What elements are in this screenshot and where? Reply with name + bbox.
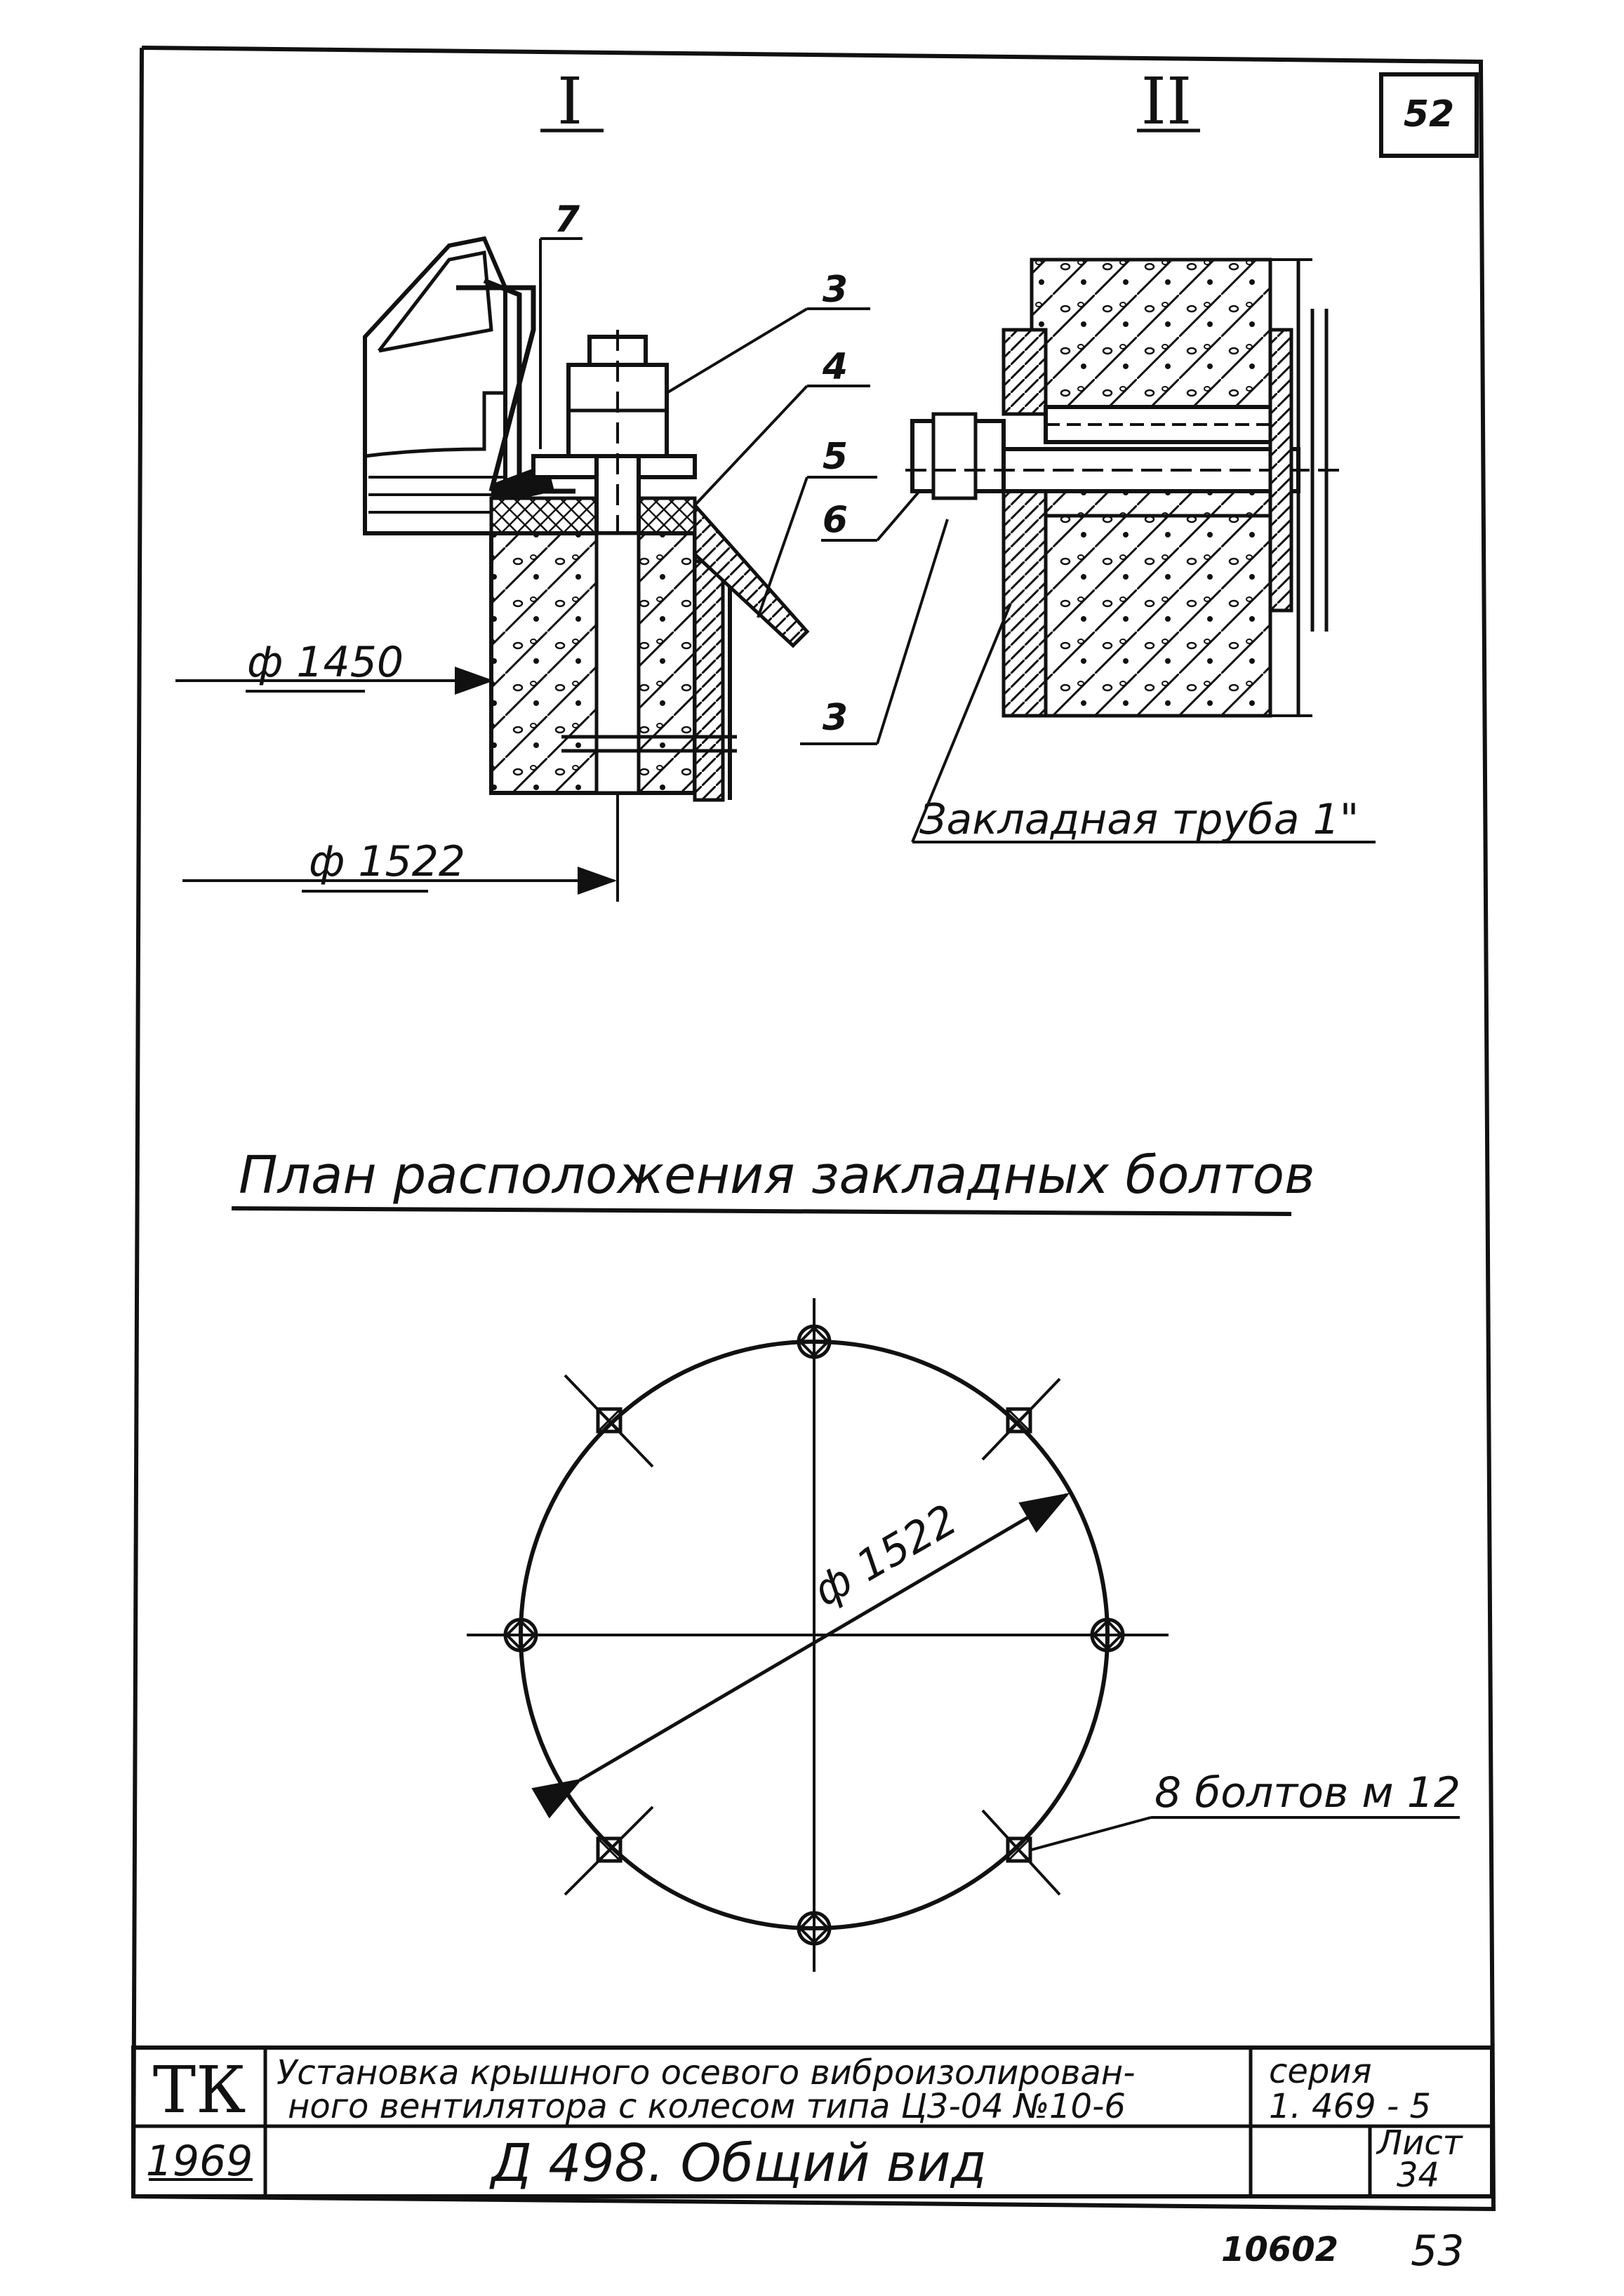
section-1-label: I (557, 64, 583, 139)
sheet-number: 52 (1404, 93, 1454, 135)
section-1-detail: 7 3 4 5 ф 1450 ф 1522 (175, 199, 877, 902)
section-headers: I II (540, 64, 1200, 139)
sheet-label: Лист (1376, 2123, 1464, 2163)
description-line-1: Установка крышного осевого виброизолиров… (277, 2053, 1136, 2093)
bolt-mark-w (503, 1617, 538, 1653)
sheet-frame (131, 46, 1496, 2212)
series-label: серия (1269, 2052, 1371, 2091)
section-2-detail: 6 3 Закладная труба 1" (800, 258, 1376, 844)
callout-3-bottom: 3 (823, 697, 848, 739)
year: 1969 (146, 2137, 253, 2186)
plan-title: План расположения закладных болтов (239, 1145, 1315, 1206)
bolt-mark-e (1090, 1617, 1125, 1653)
section-2-label: II (1141, 64, 1192, 139)
bolt-mark-n (797, 1324, 832, 1359)
callout-3-top: 3 (823, 269, 848, 311)
callout-4: 4 (822, 346, 848, 388)
page-number: 53 (1411, 2227, 1464, 2276)
org-code: ТК (153, 2053, 246, 2128)
bolt-marks (503, 1324, 1125, 1946)
description-line-2: ного вентилятора с колесом типа Ц3-04 №1… (288, 2087, 1126, 2126)
dimension-d1522-section: ф 1522 (309, 837, 465, 886)
dimension-d1522-plan: ф 1522 (806, 1495, 966, 1616)
dimension-d1450: ф 1450 (247, 638, 404, 687)
title-block: ТК 1969 Установка крышного осевого вибро… (131, 2045, 1494, 2198)
sheet-value: 34 (1397, 2156, 1439, 2195)
embedded-pipe-label: Закладная труба 1" (919, 795, 1359, 844)
bolt-plan: План расположения закладных болтов ф 152… (231, 1145, 1460, 1972)
doc-number: 10602 (1221, 2230, 1338, 2269)
bolt-mark-s (797, 1911, 832, 1946)
callout-5: 5 (823, 436, 848, 478)
drawing-title: Д 498. Общий вид (489, 2133, 987, 2194)
sheet-number-box: 52 (1379, 72, 1479, 158)
bolts-count-label: 8 болтов м 12 (1154, 1768, 1460, 1817)
series-value: 1. 469 - 5 (1269, 2087, 1431, 2126)
callout-7: 7 (554, 199, 580, 241)
callout-6: 6 (823, 499, 848, 541)
footer: 10602 53 (1221, 2227, 1464, 2276)
